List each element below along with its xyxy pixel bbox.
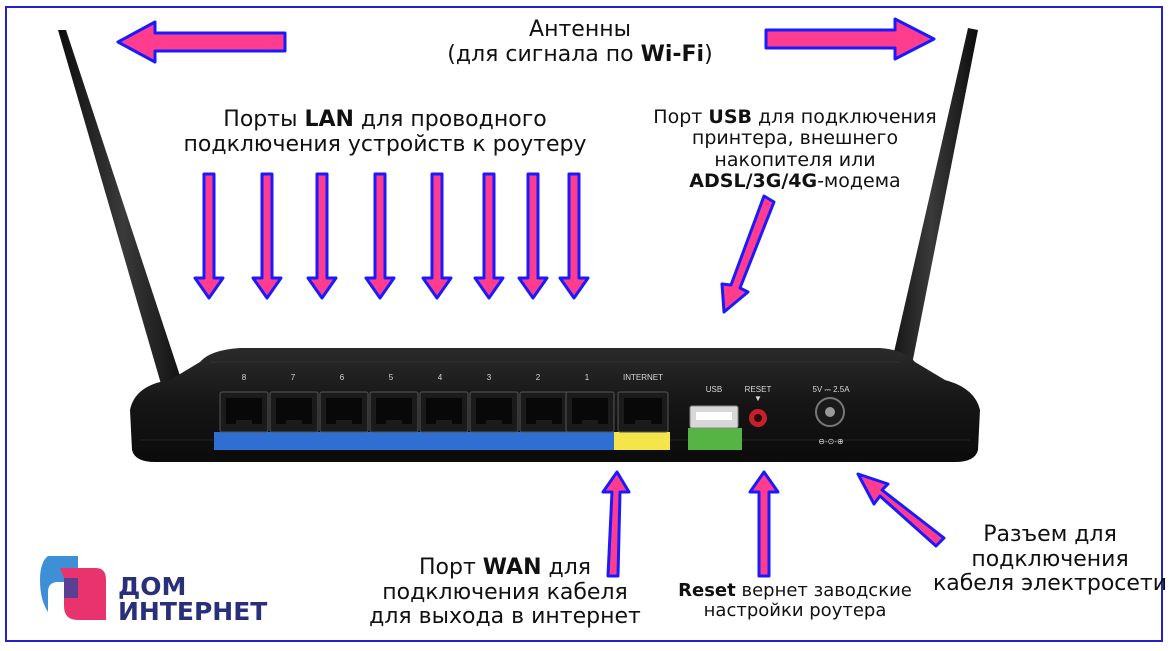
lan-caption: Порты LAN для проводного подключения уст… [183,107,587,157]
wan-caption: Порт WAN для подключения кабеля для выхо… [369,555,641,630]
arrow-usb-port [720,194,776,314]
port-number-label: 4 [438,373,443,382]
port-number-label: 5 [389,373,394,382]
reset-label: RESET [745,385,772,394]
arrow-right-antenna [764,17,936,61]
port-number-label: 7 [291,373,296,382]
reset-button [749,409,767,427]
reset-caption: Reset вернет заводские настройки роутера [678,580,912,622]
usb-caption: Порт USB для подключения принтера, внешн… [653,106,937,192]
arrows [116,17,946,578]
port-number-label: 1 [585,373,590,382]
arrow-lan-port [306,172,338,300]
arrow-wan-port [601,470,631,578]
arrow-lan-port [421,172,453,300]
svg-text:▼: ▼ [754,394,762,403]
usb-port-label: USB [706,385,722,394]
internet-port-label: INTERNET [623,373,663,382]
lan-port [419,391,469,433]
wan-color-strip [614,432,670,450]
arrow-lan-port [364,172,396,300]
lan-port [369,391,419,433]
lan-ports [219,391,615,433]
port-number-label: 8 [242,373,247,382]
lan-color-strip [214,432,614,450]
arrow-power-jack [856,472,946,548]
power-jack [815,397,845,427]
wan-port [617,391,669,433]
border-frame [5,6,1163,642]
usb-port [689,405,739,429]
arrow-lan-port [517,172,549,300]
arrow-lan-port [251,172,283,300]
lan-port [565,391,615,433]
arrow-lan-port [473,172,505,300]
lan-port [319,391,369,433]
power-rating-label: 5V ⎓ 2.5A [812,385,850,394]
arrow-left-antenna [116,20,287,64]
arrow-lan-port [558,172,590,300]
antenna-caption: Антенны (для сигнала по Wi-Fi) [447,17,713,67]
lan-port [519,391,569,433]
arrow-lan-port [193,172,225,300]
logo-mark [40,556,106,620]
lan-port [219,391,269,433]
lan-port [269,391,319,433]
polarity-label: ⊖-⊙-⊕ [818,437,843,446]
port-number-label: 2 [536,373,541,382]
lan-port-numbers: 8 7 6 5 4 3 2 1 INTERNET USB RESET ▼ 5V … [242,373,850,446]
left-antenna [58,30,198,416]
port-number-label: 3 [487,373,492,382]
arrow-reset-button [748,470,780,578]
usb-color-block [688,428,742,450]
power-caption: Разъем для подключения кабеля электросет… [932,522,1168,597]
lan-port [469,391,519,433]
logo-text: ДОМ ИНТЕРНЕТ [118,572,268,626]
port-number-label: 6 [340,373,345,382]
